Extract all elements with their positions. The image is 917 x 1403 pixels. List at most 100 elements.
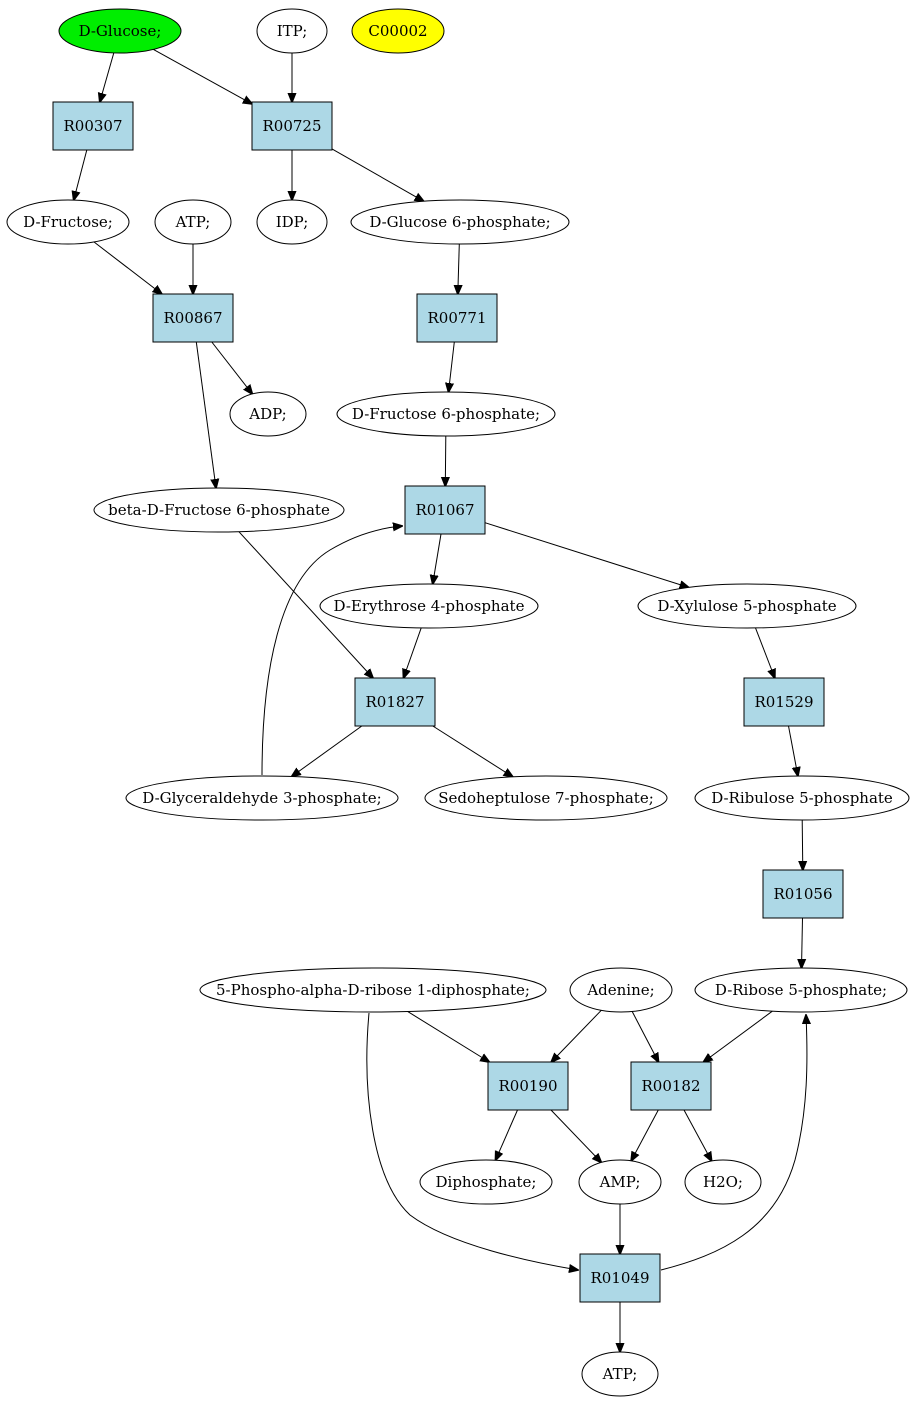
node-label: R01529 — [754, 693, 813, 711]
reaction-box — [354, 677, 436, 727]
edge-r01067-to-x5p — [484, 522, 689, 588]
node-label: R00771 — [427, 309, 486, 327]
node-label: R00190 — [498, 1077, 557, 1095]
compound-ellipse — [256, 199, 328, 245]
compound-ellipse — [694, 775, 910, 821]
compound-ellipse — [125, 775, 399, 821]
compound-ellipse — [199, 967, 547, 1013]
edge-r00867-to-adp — [211, 341, 253, 394]
node-label: D-Erythrose 4-phosphate — [334, 597, 525, 615]
reaction-box — [630, 1061, 712, 1111]
node-label: D-Fructose 6-phosphate; — [352, 405, 540, 423]
compound-node-r5p: D-Ribose 5-phosphate; — [694, 967, 908, 1013]
reaction-node-r00190: R00190 — [487, 1061, 569, 1111]
node-label: D-Ribulose 5-phosphate — [711, 789, 893, 807]
edges-layer — [74, 48, 807, 1352]
reaction-box — [404, 485, 486, 535]
edge-dglucose-to-r00307 — [100, 52, 115, 102]
reaction-node-r00182: R00182 — [630, 1061, 712, 1111]
compound-ellipse — [6, 199, 130, 245]
edge-r00182-to-h2o — [683, 1109, 712, 1161]
compound-ellipse — [684, 1159, 762, 1205]
compound-node-amp: AMP; — [578, 1159, 662, 1205]
compound-ellipse — [581, 1351, 659, 1397]
compound-ellipse — [58, 8, 182, 54]
compound-node-prpp: 5-Phospho-alpha-D-ribose 1-diphosphate; — [199, 967, 547, 1013]
node-label: R01049 — [590, 1269, 649, 1287]
compound-ellipse — [578, 1159, 662, 1205]
node-label: R00867 — [163, 309, 222, 327]
edge-g6p-to-r00771 — [458, 243, 460, 294]
reaction-box — [743, 677, 825, 727]
edge-r00182-to-amp — [631, 1109, 659, 1161]
edge-r00190-to-amp — [550, 1109, 601, 1162]
node-label: D-Ribose 5-phosphate; — [715, 981, 887, 999]
reaction-box — [416, 293, 498, 343]
compound-ellipse — [637, 583, 857, 629]
reaction-node-r01827: R01827 — [354, 677, 436, 727]
reaction-node-r01067: R01067 — [404, 485, 486, 535]
node-label: D-Glyceraldehyde 3-phosphate; — [142, 789, 381, 807]
node-label: C00002 — [368, 22, 427, 40]
compound-ellipse — [419, 1159, 553, 1205]
node-label: R01056 — [773, 885, 832, 903]
reaction-box — [487, 1061, 569, 1111]
compound-ellipse — [319, 583, 539, 629]
edge-r01827-to-g3p — [292, 725, 363, 777]
edge-dglucose-to-r00725 — [153, 48, 252, 104]
reaction-box — [579, 1253, 661, 1303]
node-label: AMP; — [599, 1173, 641, 1191]
compound-ellipse — [351, 8, 445, 54]
compound-ellipse — [93, 487, 345, 533]
node-label: ADP; — [248, 405, 286, 423]
compound-ellipse — [569, 967, 673, 1013]
edge-r00771-to-f6p — [449, 341, 455, 392]
edge-f6p-to-r01067 — [445, 435, 446, 486]
node-label: IDP; — [276, 213, 309, 231]
edge-r01056-to-r5p — [802, 917, 803, 968]
compound-node-s7p: Sedoheptulose 7-phosphate; — [424, 775, 668, 821]
compound-ellipse — [336, 391, 556, 437]
node-label: R01827 — [365, 693, 424, 711]
node-label: ITP; — [277, 22, 308, 40]
node-label: R01067 — [415, 501, 474, 519]
node-label: Sedoheptulose 7-phosphate; — [438, 789, 654, 807]
node-label: R00725 — [262, 117, 321, 135]
edge-adenine-to-r00190 — [551, 1009, 602, 1062]
reaction-box — [762, 869, 844, 919]
compound-node-h2o: H2O; — [684, 1159, 762, 1205]
node-label: ATP; — [602, 1365, 638, 1383]
edge-g3p-to-r01067 — [261, 526, 402, 776]
node-label: 5-Phospho-alpha-D-ribose 1-diphosphate; — [216, 981, 530, 999]
node-label: R00182 — [641, 1077, 700, 1095]
node-label: D-Fructose; — [23, 213, 113, 231]
compound-node-e4p: D-Erythrose 4-phosphate — [319, 583, 539, 629]
compound-node-bf6p: beta-D-Fructose 6-phosphate — [93, 487, 345, 533]
edge-r01049-to-r5p — [660, 1015, 807, 1271]
reaction-node-r00725: R00725 — [251, 101, 333, 151]
compound-node-diphosphate: Diphosphate; — [419, 1159, 553, 1205]
edge-dfructose-to-r00867 — [93, 241, 162, 294]
edge-r01827-to-s7p — [432, 725, 513, 777]
compound-node-dfructose: D-Fructose; — [6, 199, 130, 245]
compound-node-itp: ITP; — [256, 8, 328, 54]
node-label: D-Xylulose 5-phosphate — [657, 597, 836, 615]
reaction-box — [251, 101, 333, 151]
compound-node-c00002: C00002 — [351, 8, 445, 54]
compound-node-g6p: D-Glucose 6-phosphate; — [350, 199, 570, 245]
compound-node-idp: IDP; — [256, 199, 328, 245]
compound-node-ru5p: D-Ribulose 5-phosphate — [694, 775, 910, 821]
compound-node-atp2: ATP; — [581, 1351, 659, 1397]
compound-node-atp1: ATP; — [154, 199, 232, 245]
compound-node-adenine: Adenine; — [569, 967, 673, 1013]
edge-e4p-to-r01827 — [404, 627, 422, 678]
edge-adenine-to-r00182 — [631, 1011, 658, 1063]
node-label: beta-D-Fructose 6-phosphate — [108, 501, 330, 519]
node-label: D-Glucose 6-phosphate; — [369, 213, 550, 231]
reaction-box — [152, 293, 234, 343]
edge-prpp-to-r01049 — [366, 1012, 578, 1270]
compound-ellipse — [154, 199, 232, 245]
node-label: D-Glucose; — [79, 22, 162, 40]
